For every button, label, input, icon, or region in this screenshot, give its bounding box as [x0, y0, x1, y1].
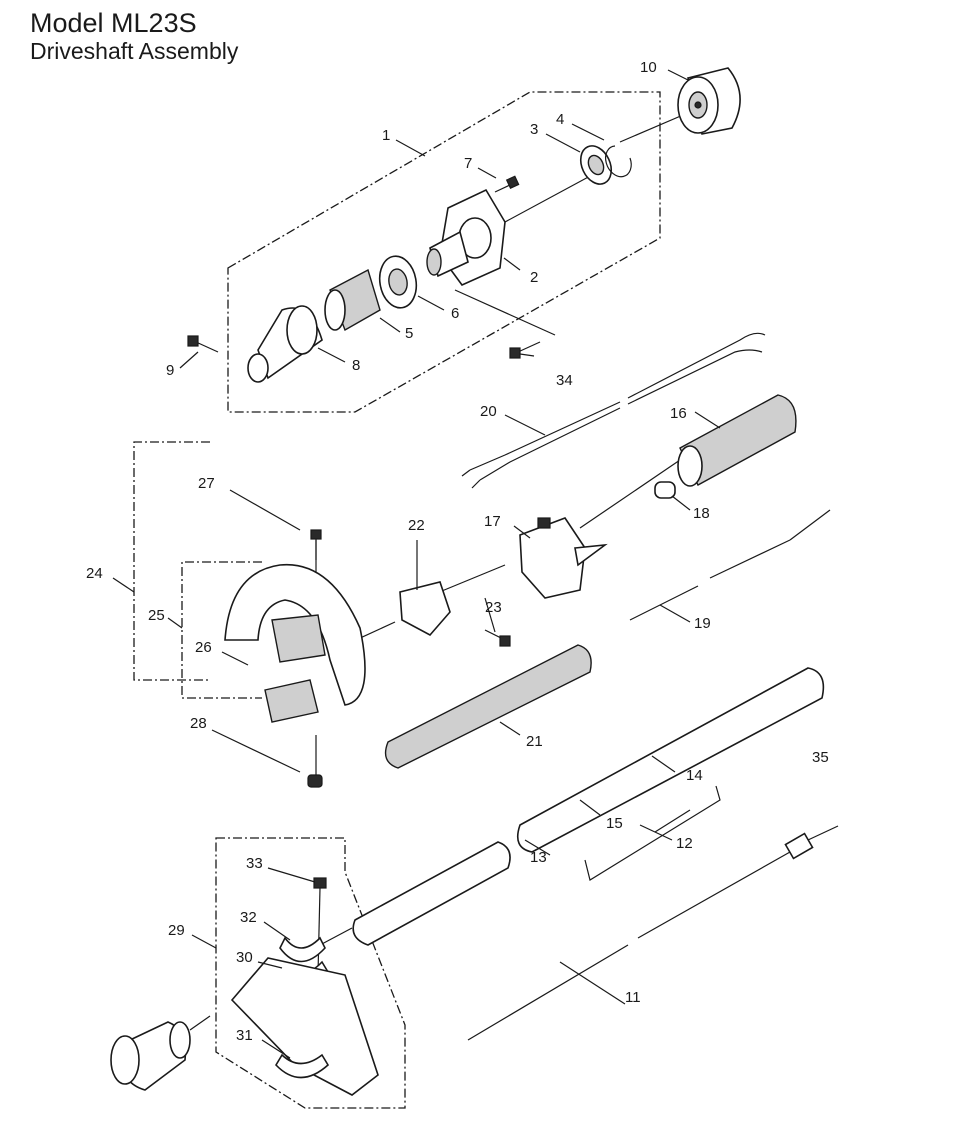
callout-17: 17: [484, 513, 501, 530]
loop-handle-part: [224, 563, 366, 723]
callout-13: 13: [530, 849, 547, 866]
callout-5: 5: [405, 325, 413, 342]
callout-27: 27: [198, 475, 215, 492]
callout-6: 6: [451, 305, 459, 322]
spacer-part: [654, 481, 676, 499]
axis-line-handle: [579, 459, 681, 529]
handle-bracket-part: [399, 581, 451, 637]
axis-line-b: [619, 111, 691, 143]
callout-2: 2: [530, 269, 538, 286]
bolt-part-27: [310, 529, 322, 560]
gearhead-part: [110, 1021, 191, 1091]
cone-part: [247, 305, 323, 383]
throttle-housing-part: [519, 517, 608, 599]
callout-4: 4: [556, 111, 564, 128]
callout-8: 8: [352, 357, 360, 374]
wire-harness-part: [461, 332, 766, 489]
callout-12: 12: [676, 835, 693, 852]
axis-line-clamp: [319, 927, 353, 946]
leader-lines: [112, 69, 721, 1059]
callout-3: 3: [530, 121, 538, 138]
group-bracket-24: [133, 441, 210, 681]
callout-34: 34: [556, 372, 573, 389]
callout-9: 9: [166, 362, 174, 379]
callout-28: 28: [190, 715, 207, 732]
screw-part-7: [494, 175, 520, 193]
spring-liner-part: [384, 644, 592, 769]
upper-tube-part: [516, 667, 825, 853]
callout-29: 29: [168, 922, 185, 939]
bolt-part-23: [484, 629, 511, 647]
callout-15: 15: [606, 815, 623, 832]
lower-tube-part: [352, 841, 511, 946]
coupling-part: [324, 268, 381, 332]
callout-26: 26: [195, 639, 212, 656]
drive-shaft-part: [467, 825, 839, 1041]
axis-line-gearhead: [189, 1015, 211, 1031]
screw-part-9: [187, 335, 219, 353]
clamp-part-32: [279, 936, 326, 963]
callout-16: 16: [670, 405, 687, 422]
callout-10: 10: [640, 59, 657, 76]
throttle-cable-part: [629, 509, 831, 621]
callout-21: 21: [526, 733, 543, 750]
callout-1: 1: [382, 127, 390, 144]
callout-35: 35: [812, 749, 829, 766]
callout-22: 22: [408, 517, 425, 534]
bearing-part: [579, 145, 613, 185]
title-block: Model ML23S Driveshaft Assembly: [30, 8, 238, 64]
axis-line-34: [454, 289, 556, 336]
callout-25: 25: [148, 607, 165, 624]
group-outline-29: [215, 837, 406, 1109]
clutch-drum-part: [677, 67, 741, 135]
clutch-housing-part: [426, 188, 506, 286]
snap-ring-part: [605, 145, 632, 178]
grip-part: [677, 394, 797, 487]
nut-part-28: [307, 774, 323, 788]
page-subtitle: Driveshaft Assembly: [30, 38, 239, 64]
callout-14: 14: [686, 767, 703, 784]
callout-18: 18: [693, 505, 710, 522]
callout-24: 24: [86, 565, 103, 582]
group-bracket-25: [181, 561, 262, 699]
callout-31: 31: [236, 1027, 253, 1044]
callout-11: 11: [625, 989, 641, 1006]
page-title: Model ML23S: [30, 8, 197, 38]
gasket-part: [378, 255, 418, 309]
clamp-part-31: [274, 1053, 330, 1079]
callout-23: 23: [485, 599, 502, 616]
callout-20: 20: [480, 403, 497, 420]
callout-32: 32: [240, 909, 257, 926]
screw-part-34: [509, 341, 541, 359]
callout-30: 30: [236, 949, 253, 966]
callout-33: 33: [246, 855, 263, 872]
screw-part-33: [313, 877, 327, 889]
callout-7: 7: [464, 155, 472, 172]
group-outline-1: [227, 91, 661, 413]
callout-19: 19: [694, 615, 711, 632]
